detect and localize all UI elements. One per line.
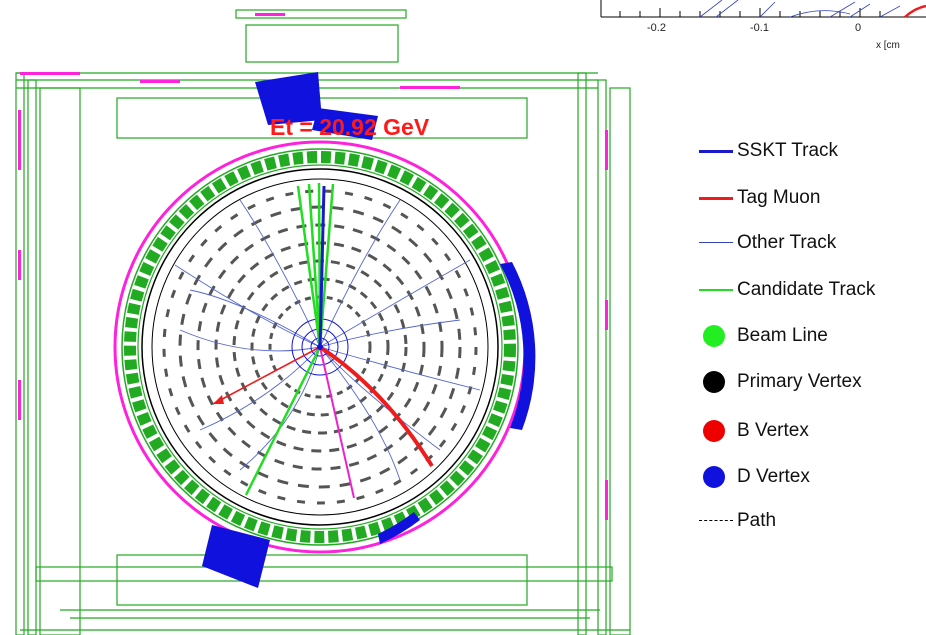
legend-item-beam-line: Beam Line bbox=[697, 321, 926, 351]
magenta-track bbox=[319, 346, 355, 499]
calorimeter bbox=[113, 140, 527, 554]
legend-label: Tag Muon bbox=[737, 187, 821, 208]
detector-frame bbox=[15, 9, 631, 635]
legend-label: Path bbox=[737, 510, 777, 531]
other-track-swatch-icon bbox=[697, 228, 737, 258]
zoom-tick-label: -0.2 bbox=[647, 22, 666, 34]
et-label: Et = 20.92 GeV bbox=[270, 114, 430, 140]
zoom-tick-label: -0.1 bbox=[750, 22, 769, 34]
beam-line-dot-icon bbox=[697, 321, 737, 351]
sskt-track-swatch-icon bbox=[697, 136, 737, 166]
sskt-track bbox=[318, 185, 326, 348]
vertex-marker bbox=[317, 344, 323, 350]
legend-item-b-vertex: B Vertex bbox=[697, 416, 926, 446]
energy-towers bbox=[202, 72, 536, 588]
legend-item-tag-muon: Tag Muon bbox=[697, 183, 926, 213]
path-swatch-icon bbox=[697, 506, 737, 536]
legend-label: Other Track bbox=[737, 232, 837, 253]
legend-label: B Vertex bbox=[737, 420, 809, 441]
legend-item-path: Path bbox=[697, 506, 926, 536]
zoom-inset: -0.2 -0.1 0 x [cm bbox=[600, 0, 926, 51]
legend-label: SSKT Track bbox=[737, 140, 839, 161]
legend-label: Primary Vertex bbox=[737, 371, 862, 392]
frame-hits bbox=[18, 13, 608, 520]
legend-label: Beam Line bbox=[737, 325, 828, 346]
zoom-tick-label: 0 bbox=[855, 22, 861, 34]
legend-item-other-track: Other Track bbox=[697, 228, 926, 258]
other-tracks bbox=[174, 199, 481, 481]
candidate-track-swatch-icon bbox=[697, 275, 737, 305]
d-vertex-dot-icon bbox=[697, 462, 737, 492]
legend-item-sskt-track: SSKT Track bbox=[697, 136, 926, 166]
tag-muon-swatch-icon bbox=[697, 183, 737, 213]
legend-label: Candidate Track bbox=[737, 279, 876, 300]
tag-muon bbox=[212, 345, 434, 468]
legend-item-d-vertex: D Vertex bbox=[697, 462, 926, 492]
legend-label: D Vertex bbox=[737, 466, 810, 487]
primary-vertex-dot-icon bbox=[697, 367, 737, 397]
zoom-axis-unit: x [cm bbox=[876, 40, 900, 51]
b-vertex-dot-icon bbox=[697, 416, 737, 446]
legend-item-primary-vertex: Primary Vertex bbox=[697, 367, 926, 397]
legend-item-candidate-track: Candidate Track bbox=[697, 275, 926, 305]
